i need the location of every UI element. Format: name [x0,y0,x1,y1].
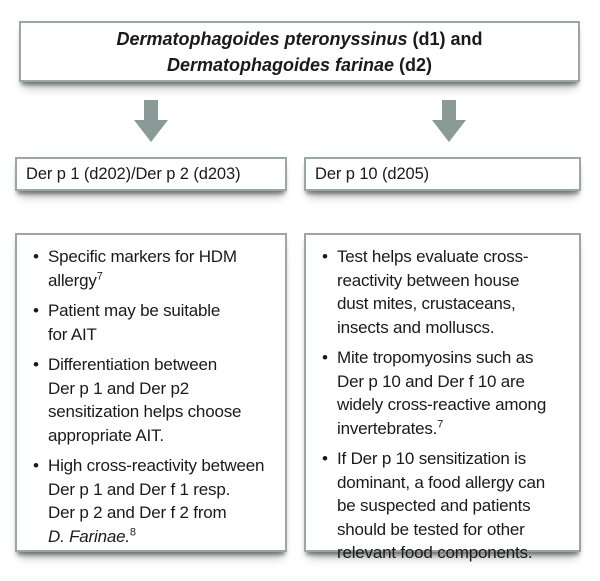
bullet-text: High cross-reactivity between Der p 1 an… [48,456,265,522]
species-name-italic: D. Farinae. [48,526,130,546]
bullet-text: Patient may be suitable for AIT [48,301,221,344]
bullet-text: Mite tropomyosins such as Der p 10 and D… [337,348,547,438]
bullet-list: • Test helps evaluate cross- reactivity b… [306,235,579,565]
list-item: • Specific markers for HDM allergy7 [33,245,277,292]
bullet-icon: • [322,247,328,266]
superscript-reference: 7 [437,417,444,430]
bullet-icon: • [322,449,328,468]
list-item: • High cross-reactivity between Der p 1 a… [33,454,277,548]
list-item: • Mite tropomyosins such as Der p 10 and … [322,346,571,440]
column-header-der-p1-p2: Der p 1 (d202)/Der p 2 (d203) [15,157,287,191]
bullet-icon: • [33,301,39,320]
content-box-der-p1-p2: • Specific markers for HDM allergy7 • Pati… [15,233,287,552]
superscript-reference: 8 [129,525,136,538]
bullet-icon: • [33,355,39,374]
down-arrow-icon [134,100,168,142]
list-item: • If Der p 10 sensitization is dominant, … [322,447,571,565]
title-line-2: Dermatophagoides farinae (d2) [167,52,432,78]
title-box: Dermatophagoides pteronyssinus (d1) and … [19,21,580,82]
species-name-italic: Dermatophagoides pteronyssinus [116,28,408,49]
bullet-icon: • [33,456,39,475]
title-line-1-regular: (d1) and [407,28,483,49]
bullet-icon: • [33,247,39,266]
bullet-text: Test helps evaluate cross- reactivity be… [337,247,529,337]
list-item: • Test helps evaluate cross- reactivity b… [322,245,571,339]
down-arrow-shape [134,100,168,142]
bullet-text: Specific markers for HDM allergy [48,247,237,290]
column-header-label: Der p 10 (d205) [315,164,430,183]
title-line-1: Dermatophagoides pteronyssinus (d1) and [116,26,482,52]
species-name-italic: Dermatophagoides farinae [166,54,395,75]
list-item: • Patient may be suitable for AIT [33,299,277,346]
bullet-list: • Specific markers for HDM allergy7 • Pati… [17,235,285,548]
content-box-der-p10: • Test helps evaluate cross- reactivity b… [304,233,581,562]
title-line-2-regular: (d2) [394,54,433,75]
down-arrow-icon [432,100,466,142]
down-arrow-shape [432,100,466,142]
bullet-icon: • [322,348,328,367]
bullet-text: If Der p 10 sensitization is dominant, a… [337,449,545,562]
column-header-der-p10: Der p 10 (d205) [304,157,581,191]
column-header-label: Der p 1 (d202)/Der p 2 (d203) [26,164,241,183]
list-item: • Differentiation between Der p 1 and Der… [33,353,277,447]
bullet-text: Differentiation between Der p 1 and Der … [48,355,242,445]
superscript-reference: 7 [96,269,103,282]
